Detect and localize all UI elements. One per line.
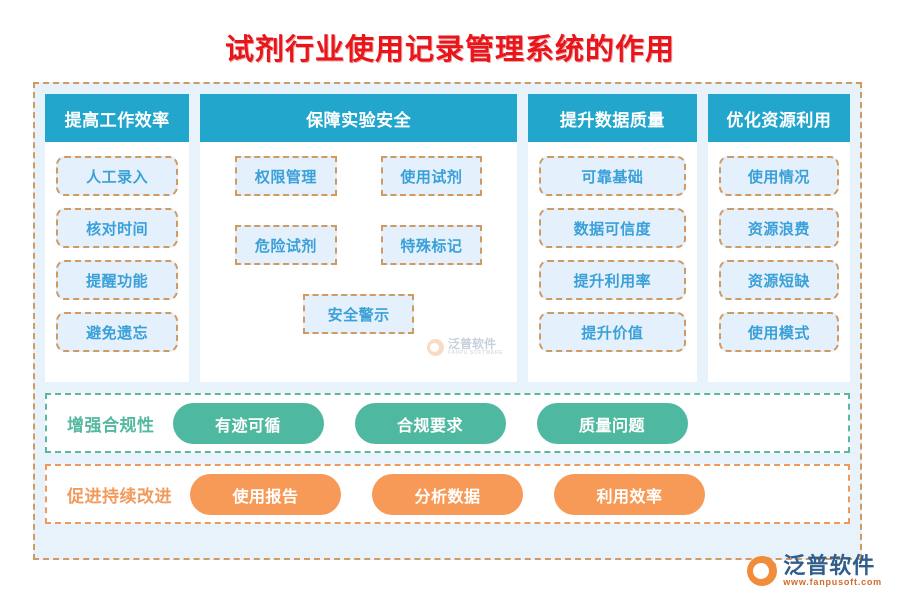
chip-item[interactable]: 提升利用率 [539,260,686,300]
page-title: 试剂行业使用记录管理系统的作用 [224,34,675,66]
fanpu-logo-icon [747,555,778,586]
card-header-resource: 优化资源利用 [707,94,850,142]
chip-item[interactable]: 人工录入 [56,156,179,196]
card-body-efficiency: 人工录入 核对时间 提醒功能 避免遗忘 [45,142,189,382]
card-body-resource: 使用情况 资源浪费 资源短缺 使用模式 [708,142,850,382]
pill-item[interactable]: 质量问题 [536,402,688,444]
chip-item[interactable]: 使用试剂 [380,156,483,196]
watermark-text: 泛普软件 FANPU SOFTWARE [448,338,503,356]
chip-item[interactable]: 资源短缺 [718,260,839,300]
chip-item[interactable]: 特殊标记 [380,225,483,265]
pill-item[interactable]: 有迹可循 [172,402,324,444]
brand-logo: 泛普软件 www.fanpusoft.com [747,552,882,588]
card-body-data-quality: 可靠基础 数据可信度 提升利用率 提升价值 [528,142,697,382]
chip-item[interactable]: 提升价值 [539,312,686,352]
chip-item[interactable]: 权限管理 [235,156,337,196]
band-compliance: 增强合规性 有迹可循 合规要求 质量问题 [45,393,850,453]
watermark-sub: FANPU SOFTWARE [447,349,504,356]
pill-item[interactable]: 合规要求 [354,402,506,444]
category-card-safety: 保障实验安全 权限管理 使用试剂 危险试剂 特殊标记 安全警示 泛普软件 FAN… [200,94,518,382]
band-improvement: 促进持续改进 使用报告 分析数据 利用效率 [45,464,850,524]
chip-item[interactable]: 安全警示 [303,294,415,334]
chip-item[interactable]: 危险试剂 [235,225,337,265]
chip-item[interactable]: 核对时间 [56,208,179,248]
band-label-compliance: 增强合规性 [67,415,155,435]
band-label-improvement: 促进持续改进 [67,486,172,506]
safety-item-grid: 权限管理 使用试剂 危险试剂 特殊标记 [211,156,506,265]
watermark-logo: 泛普软件 FANPU SOFTWARE [426,338,503,356]
safety-center-item-wrap: 安全警示 [211,294,506,334]
chip-item[interactable]: 可靠基础 [539,156,686,196]
band-pills-compliance: 有迹可循 合规要求 质量问题 [172,402,688,444]
category-card-data-quality: 提升数据质量 可靠基础 数据可信度 提升利用率 提升价值 [528,94,697,382]
card-header-efficiency: 提高工作效率 [45,94,190,142]
card-header-data-quality: 提升数据质量 [528,94,697,142]
chip-item[interactable]: 使用情况 [718,156,839,196]
chip-item[interactable]: 使用模式 [718,312,839,352]
brand-name: 泛普软件 [783,552,876,578]
chip-item[interactable]: 避免遗忘 [56,312,179,352]
brand-logo-text: 泛普软件 www.fanpusoft.com [783,552,882,588]
fanpu-logo-icon [426,338,444,356]
category-card-resource: 优化资源利用 使用情况 资源浪费 资源短缺 使用模式 [707,94,850,382]
pill-item[interactable]: 利用效率 [554,473,705,515]
chip-item[interactable]: 提醒功能 [56,260,179,300]
band-pills-improvement: 使用报告 分析数据 利用效率 [190,473,705,515]
chip-item[interactable]: 数据可信度 [539,208,686,248]
pill-item[interactable]: 使用报告 [190,473,341,515]
category-card-efficiency: 提高工作效率 人工录入 核对时间 提醒功能 避免遗忘 [45,94,190,382]
card-body-safety: 权限管理 使用试剂 危险试剂 特殊标记 安全警示 泛普软件 FANPU SOFT… [200,142,517,382]
card-header-safety: 保障实验安全 [200,94,518,142]
brand-url: www.fanpusoft.com [783,577,882,588]
watermark-name: 泛普软件 [447,337,496,352]
columns-row: 提高工作效率 人工录入 核对时间 提醒功能 避免遗忘 保障实验安全 权限管理 使… [45,94,850,382]
infographic-frame: 提高工作效率 人工录入 核对时间 提醒功能 避免遗忘 保障实验安全 权限管理 使… [33,82,862,560]
pill-item[interactable]: 分析数据 [372,473,523,515]
chip-item[interactable]: 资源浪费 [718,208,839,248]
